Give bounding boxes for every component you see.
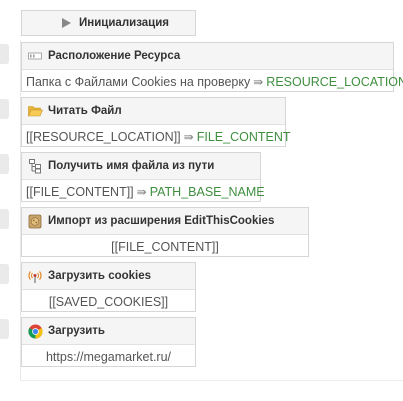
block-body: [[RESOURCE_LOCATION]] ⇛ FILE_CONTENT — [22, 125, 291, 149]
block-input-text: [[RESOURCE_LOCATION]] — [26, 130, 181, 144]
output-arrow-icon: ⇛ — [183, 130, 194, 144]
cookie-import-icon — [27, 213, 43, 229]
block-body: Папка с Файлами Cookies на проверку ⇛ RE… — [22, 70, 403, 94]
block-header: Получить имя файла из пути — [22, 153, 260, 180]
block-title: Загрузить — [48, 325, 105, 337]
block-body: [[FILE_CONTENT]] — [22, 235, 308, 259]
block-input-text: [[SAVED_COOKIES]] — [48, 295, 169, 309]
block-handle[interactable] — [0, 209, 9, 229]
path-split-icon — [27, 158, 43, 174]
block-input-text: [[FILE_CONTENT]] — [111, 240, 219, 254]
init-label: Инициализация — [79, 17, 170, 29]
folder-open-icon — [27, 103, 43, 119]
load-cookies-block[interactable]: Загрузить cookies [[SAVED_COOKIES]] — [21, 262, 196, 312]
load-url-block[interactable]: Загрузить https://megamarket.ru/ — [21, 317, 196, 367]
block-title: Расположение Ресурса — [48, 50, 181, 62]
output-arrow-icon: ⇛ — [136, 185, 147, 199]
output-variable: FILE_CONTENT — [196, 130, 291, 144]
import-cookies-block[interactable]: Импорт из расширения EditThisCookies [[F… — [21, 207, 309, 257]
block-body: https://megamarket.ru/ — [22, 345, 195, 369]
init-block[interactable]: Инициализация — [21, 10, 196, 36]
load-cookies-icon — [27, 268, 43, 284]
get-filename-block[interactable]: Получить имя файла из пути [[FILE_CONTEN… — [21, 152, 265, 204]
output-arrow-icon: ⇛ — [253, 75, 264, 89]
resource-location-icon — [27, 48, 43, 64]
block-body: [[SAVED_COOKIES]] — [22, 290, 195, 314]
block-input-text: [[FILE_CONTENT]] — [26, 185, 134, 199]
block-header: Читать Файл — [22, 98, 285, 125]
block-handle[interactable] — [0, 154, 9, 174]
block-title: Загрузить cookies — [48, 270, 152, 282]
block-title: Получить имя файла из пути — [48, 160, 215, 172]
read-file-block[interactable]: Читать Файл [[RESOURCE_LOCATION]] ⇛ FILE… — [21, 97, 291, 149]
init-header: Инициализация — [22, 11, 195, 35]
bottom-divider — [20, 380, 403, 381]
block-handle[interactable] — [0, 264, 9, 284]
block-input-text: Папка с Файлами Cookies на проверку — [26, 75, 251, 89]
block-header: Загрузить cookies — [22, 263, 195, 290]
block-title: Импорт из расширения EditThisCookies — [48, 215, 275, 227]
output-variable: PATH_BASE_NAME — [149, 185, 265, 199]
output-variable: RESOURCE_LOCATION — [266, 75, 403, 89]
block-header: Расположение Ресурса — [22, 43, 393, 70]
block-body: [[FILE_CONTENT]] ⇛ PATH_BASE_NAME — [22, 180, 265, 204]
flow-connector-line — [20, 40, 21, 381]
block-header: Загрузить — [22, 318, 195, 345]
block-handle[interactable] — [0, 44, 9, 64]
block-header: Импорт из расширения EditThisCookies — [22, 208, 308, 235]
block-input-text: https://megamarket.ru/ — [45, 350, 172, 364]
block-title: Читать Файл — [48, 105, 122, 117]
play-icon[interactable] — [58, 15, 74, 31]
chrome-icon — [27, 323, 43, 339]
resource-location-block[interactable]: Расположение Ресурса Папка с Файлами Coo… — [21, 42, 403, 94]
block-handle[interactable] — [0, 99, 9, 119]
block-handle[interactable] — [0, 319, 9, 339]
